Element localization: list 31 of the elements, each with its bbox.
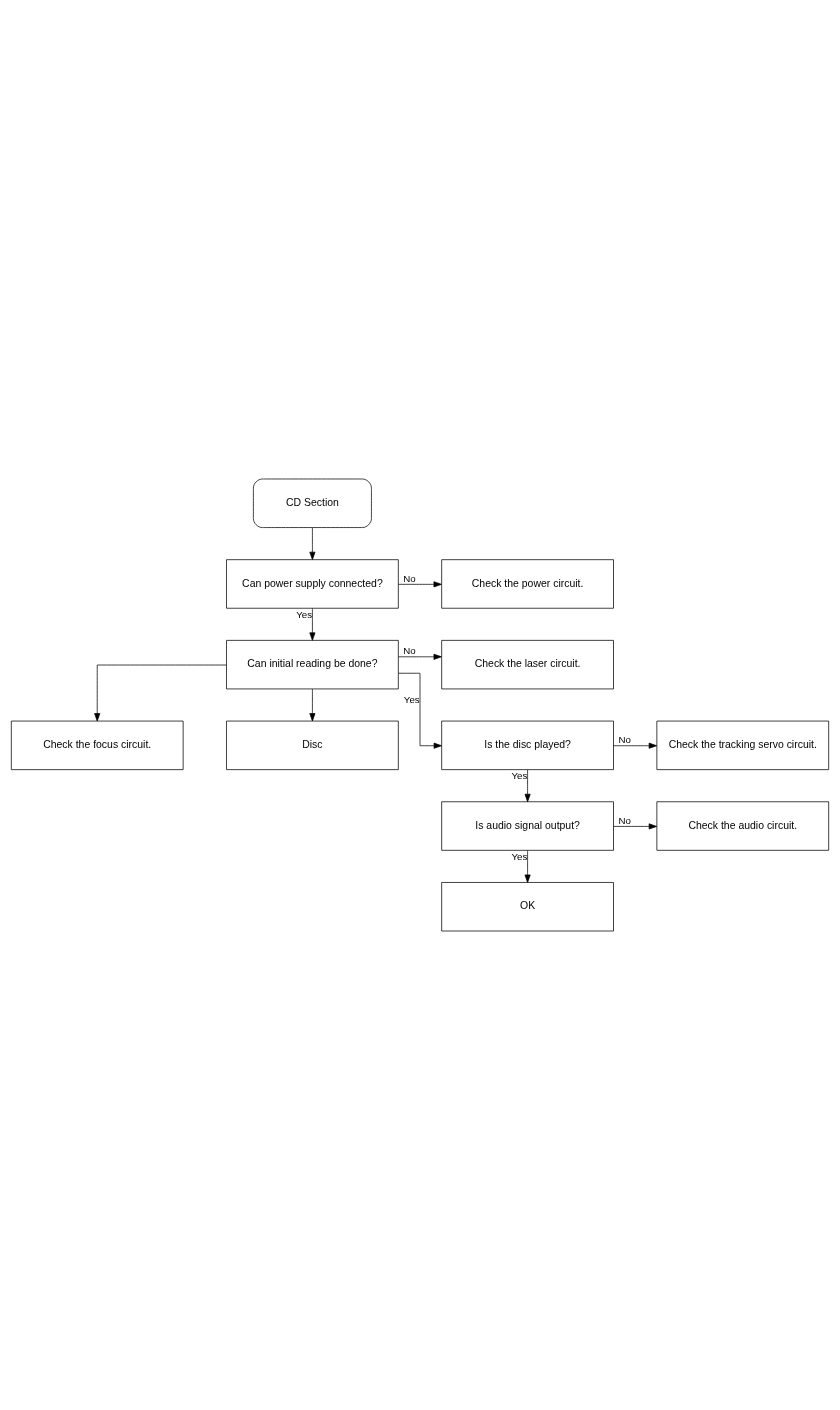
edge-label: No (403, 572, 416, 584)
node-box: Check the power circuit. (441, 559, 614, 609)
node-box: OK (441, 882, 614, 932)
arrow (309, 688, 316, 722)
node-box: Can power supply connected? (226, 559, 399, 609)
node-box: Check the laser circuit. (441, 640, 614, 690)
arrow (94, 664, 227, 722)
arrow (613, 742, 657, 749)
edge-label: Yes (403, 694, 420, 706)
edge-label: No (403, 645, 416, 657)
edge-label: Yes (511, 851, 528, 862)
node-box: Check the audio circuit. (656, 801, 830, 851)
edge-label: No (618, 814, 631, 826)
arrow (398, 581, 442, 588)
node-box: Can initial reading be done? (226, 640, 399, 690)
edge-label: Yes (296, 608, 313, 620)
node-box: Disc (226, 720, 399, 770)
arrow (309, 608, 316, 641)
node-box: Check the tracking servo circuit. (656, 720, 830, 770)
node-box: Check the focus circuit. (10, 720, 184, 770)
arrow (524, 769, 531, 803)
arrow (613, 823, 657, 830)
arrow (524, 850, 531, 883)
node-box: Is audio signal output? (441, 801, 614, 851)
edge-label: Yes (511, 770, 528, 782)
node-box: CD Section (253, 478, 372, 528)
edge-label: No (618, 734, 631, 746)
arrow (398, 672, 442, 749)
arrow (309, 527, 316, 560)
arrow (398, 653, 442, 660)
node-box: Is the disc played? (441, 720, 614, 770)
